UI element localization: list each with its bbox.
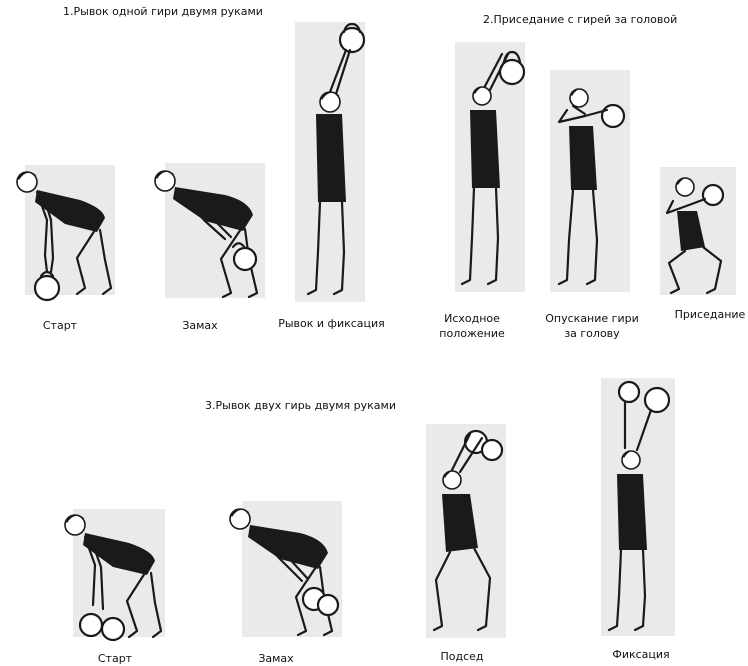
section-1-step-swing: Замах (170, 318, 230, 333)
section-3-title: 3.Рывок двух гирь двумя руками (205, 398, 396, 413)
section-3-start-figure (55, 505, 170, 645)
section-1-title: 1.Рывок одной гири двумя руками (63, 4, 263, 19)
section-1-snatch-figure (290, 22, 370, 307)
section-2-step-lowering: Опускание гири за голову (537, 311, 647, 341)
section-2-start-figure (450, 38, 530, 300)
section-3-step-start: Старт (85, 651, 145, 666)
section-2-step-start-position: Исходное положение (432, 311, 512, 341)
section-3-fixation-figure (595, 378, 680, 643)
section-3-step-fixation: Фиксация (606, 647, 676, 662)
section-2-step-squat: Приседание (672, 307, 748, 322)
section-1-swing-figure (145, 155, 275, 305)
section-2-squat-figure (655, 165, 740, 300)
section-3-step-squat: Подсед (432, 649, 492, 664)
section-2-lowering-figure (545, 70, 635, 300)
section-3-squat-figure (420, 420, 510, 645)
section-1-start-figure (5, 160, 120, 305)
section-1-step-start: Старт (30, 318, 90, 333)
section-2-title: 2.Приседание с гирей за головой (483, 12, 677, 27)
section-3-swing-figure (222, 495, 347, 645)
section-1-step-snatch-fixation: Рывок и фиксация (274, 316, 389, 331)
section-3-step-swing: Замах (246, 651, 306, 666)
